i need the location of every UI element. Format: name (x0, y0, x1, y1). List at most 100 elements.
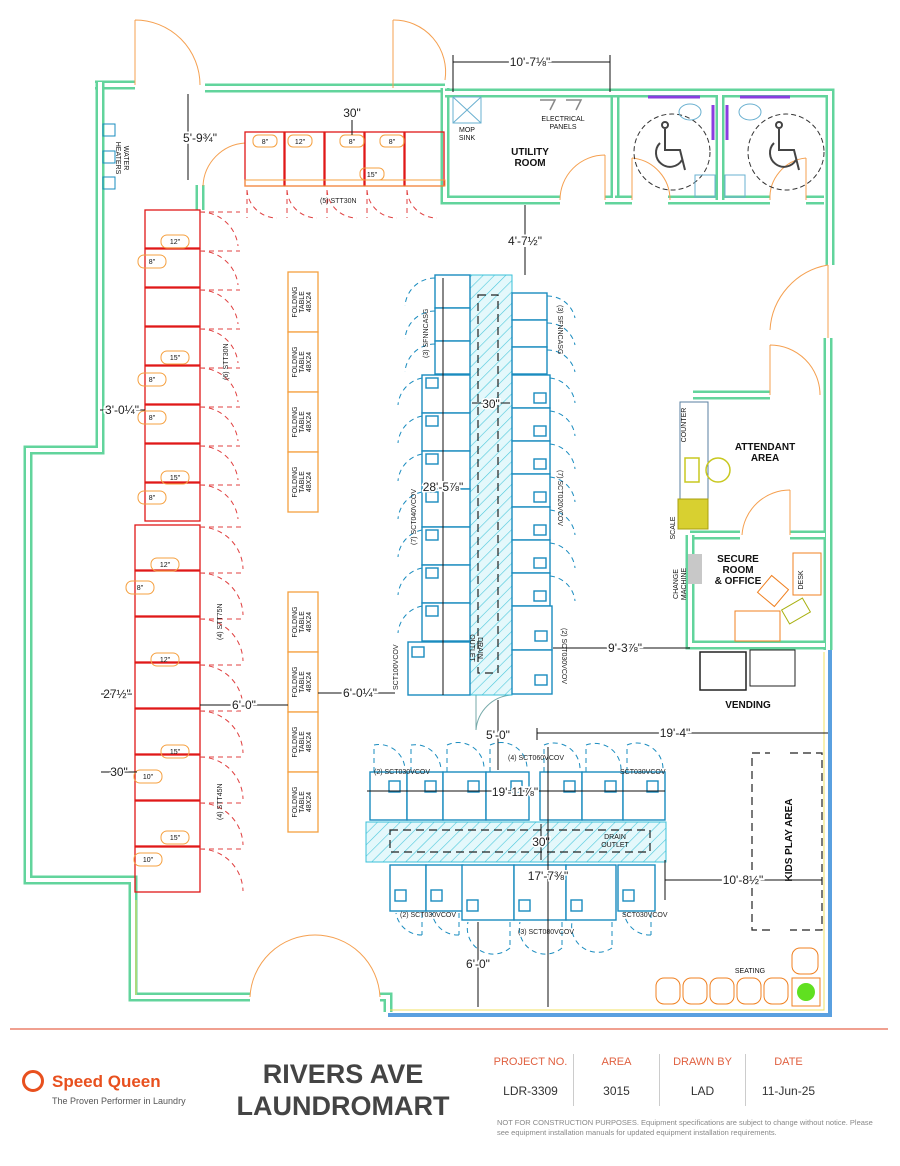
folding-table-label: FOLDINGTABLE48X24 (292, 406, 313, 437)
washer-control (425, 453, 439, 465)
dryer (144, 443, 201, 483)
washer-control (563, 780, 576, 793)
top-dryers-label: (5) STT30N (320, 198, 357, 205)
pocket-size-label: 12" (295, 139, 306, 146)
svg-text:19'-4": 19'-4" (660, 726, 691, 740)
vending-label: VENDING (725, 700, 771, 711)
washer (622, 771, 666, 821)
dryer (134, 754, 201, 801)
spin-left-label: (3) SFNNCASG (423, 309, 430, 358)
lint-pocket (150, 557, 180, 572)
pocket-size-label: 15" (367, 172, 378, 179)
svg-text:6'-0": 6'-0" (466, 957, 490, 971)
washer (511, 473, 551, 508)
island-service-aisle (365, 821, 667, 863)
washer (581, 771, 624, 821)
island-bot-mid-label: (3) SCT080VCOV (518, 929, 574, 936)
lint-pocket (252, 134, 278, 148)
washer (511, 440, 551, 475)
dryer-door-swing (199, 756, 245, 800)
pocket-size-label: 8" (149, 415, 156, 422)
dryer-door-swing (246, 189, 278, 219)
title-block: Speed Queen The Proven Performer in Laun… (0, 1028, 900, 1166)
washer (461, 864, 515, 921)
washer (442, 771, 487, 821)
service-aisle (469, 274, 513, 696)
plant-icon (797, 983, 815, 1001)
scale-label: SCALE (670, 516, 677, 539)
svg-text:WATERHEATERS: WATERHEATERS (114, 142, 129, 175)
folding-table (287, 771, 319, 833)
left-dryers-mid-label: (4) STT75N (217, 603, 224, 640)
left-dryers-upper-label: (6) STT30N (223, 343, 230, 380)
lint-pocket (287, 134, 313, 148)
svg-text:3'-0¼": 3'-0¼" (105, 403, 139, 417)
washer (406, 771, 444, 821)
svg-text:28'-5⅞": 28'-5⅞" (423, 480, 464, 494)
dryer-door-swing (366, 189, 398, 219)
washer-door-swing (549, 575, 576, 602)
dryer-door-swing (199, 710, 245, 754)
washer-door-swing (549, 443, 576, 470)
soft-mount-washer (434, 307, 471, 342)
dryer (134, 846, 201, 893)
washer-control (425, 415, 439, 427)
seating-chair (791, 947, 819, 975)
scale (677, 498, 709, 530)
dryer (144, 326, 201, 366)
washer-control (534, 630, 548, 642)
pocket-size-label: 8" (349, 139, 356, 146)
dryer-door-swing (199, 484, 240, 520)
island-bot-right-label: SCT030VCOV (622, 912, 668, 919)
lint-pocket (150, 652, 180, 667)
left-dryers-lower-label: (4) STT45N (217, 783, 224, 820)
dryer-door-swing (199, 211, 240, 247)
svg-text:10'-8½": 10'-8½" (723, 873, 764, 887)
dryer (134, 616, 201, 663)
washers-right-lower-label: (2) SCT030VCOV (560, 628, 567, 684)
svg-text:4'-7½": 4'-7½" (508, 234, 542, 248)
island-top-left-label: (2) SCT030VCOV (374, 769, 430, 776)
washer-door-swing (397, 491, 423, 520)
pocket-size-label: 15" (170, 475, 181, 482)
svg-text:5'-9¾": 5'-9¾" (183, 131, 217, 145)
washer-door-swing (623, 912, 652, 936)
project-no: PROJECT NO.LDR-3309 (488, 1054, 574, 1106)
washer-door-swing (446, 742, 485, 772)
washer-control (570, 899, 583, 912)
island-drain-trench (389, 829, 651, 853)
washer-control (411, 646, 425, 658)
seating-chair (763, 977, 789, 1005)
washer-door-swing (549, 377, 576, 404)
lint-pocket (133, 852, 163, 867)
washer-control (467, 780, 480, 793)
dryer (134, 800, 201, 847)
dryer-door-swing (326, 189, 358, 219)
folding-table-label: FOLDINGTABLE48X24 (292, 786, 313, 817)
washer-large-label: SCT100VCOV (393, 644, 400, 690)
washer-door-swing (585, 742, 622, 772)
washer-control (533, 557, 547, 569)
pocket-size-label: 8" (137, 585, 144, 592)
seating-label: SEATING (735, 968, 765, 975)
washer-door-swing (546, 322, 576, 346)
washer-control (466, 899, 479, 912)
svg-text:30": 30" (110, 765, 128, 779)
washer-door-swing (397, 529, 423, 558)
washer (617, 864, 656, 912)
dryer-door-swing (199, 406, 240, 442)
svg-text:10'-7⅛": 10'-7⅛" (510, 55, 551, 69)
pocket-size-label: 8" (149, 495, 156, 502)
washer-door-swing (489, 742, 528, 772)
wheelchair-icon (655, 121, 686, 171)
dryer (144, 365, 201, 405)
svg-text:17'-7⅜": 17'-7⅜" (528, 869, 569, 883)
washer-door-swing (404, 277, 436, 307)
wheelchair-icon (769, 121, 800, 171)
svg-text:30": 30" (482, 397, 500, 411)
washer-control (425, 491, 439, 503)
dryer-door-swing (199, 289, 240, 325)
spin-right-label: (3) SFNNCASG (556, 305, 563, 354)
